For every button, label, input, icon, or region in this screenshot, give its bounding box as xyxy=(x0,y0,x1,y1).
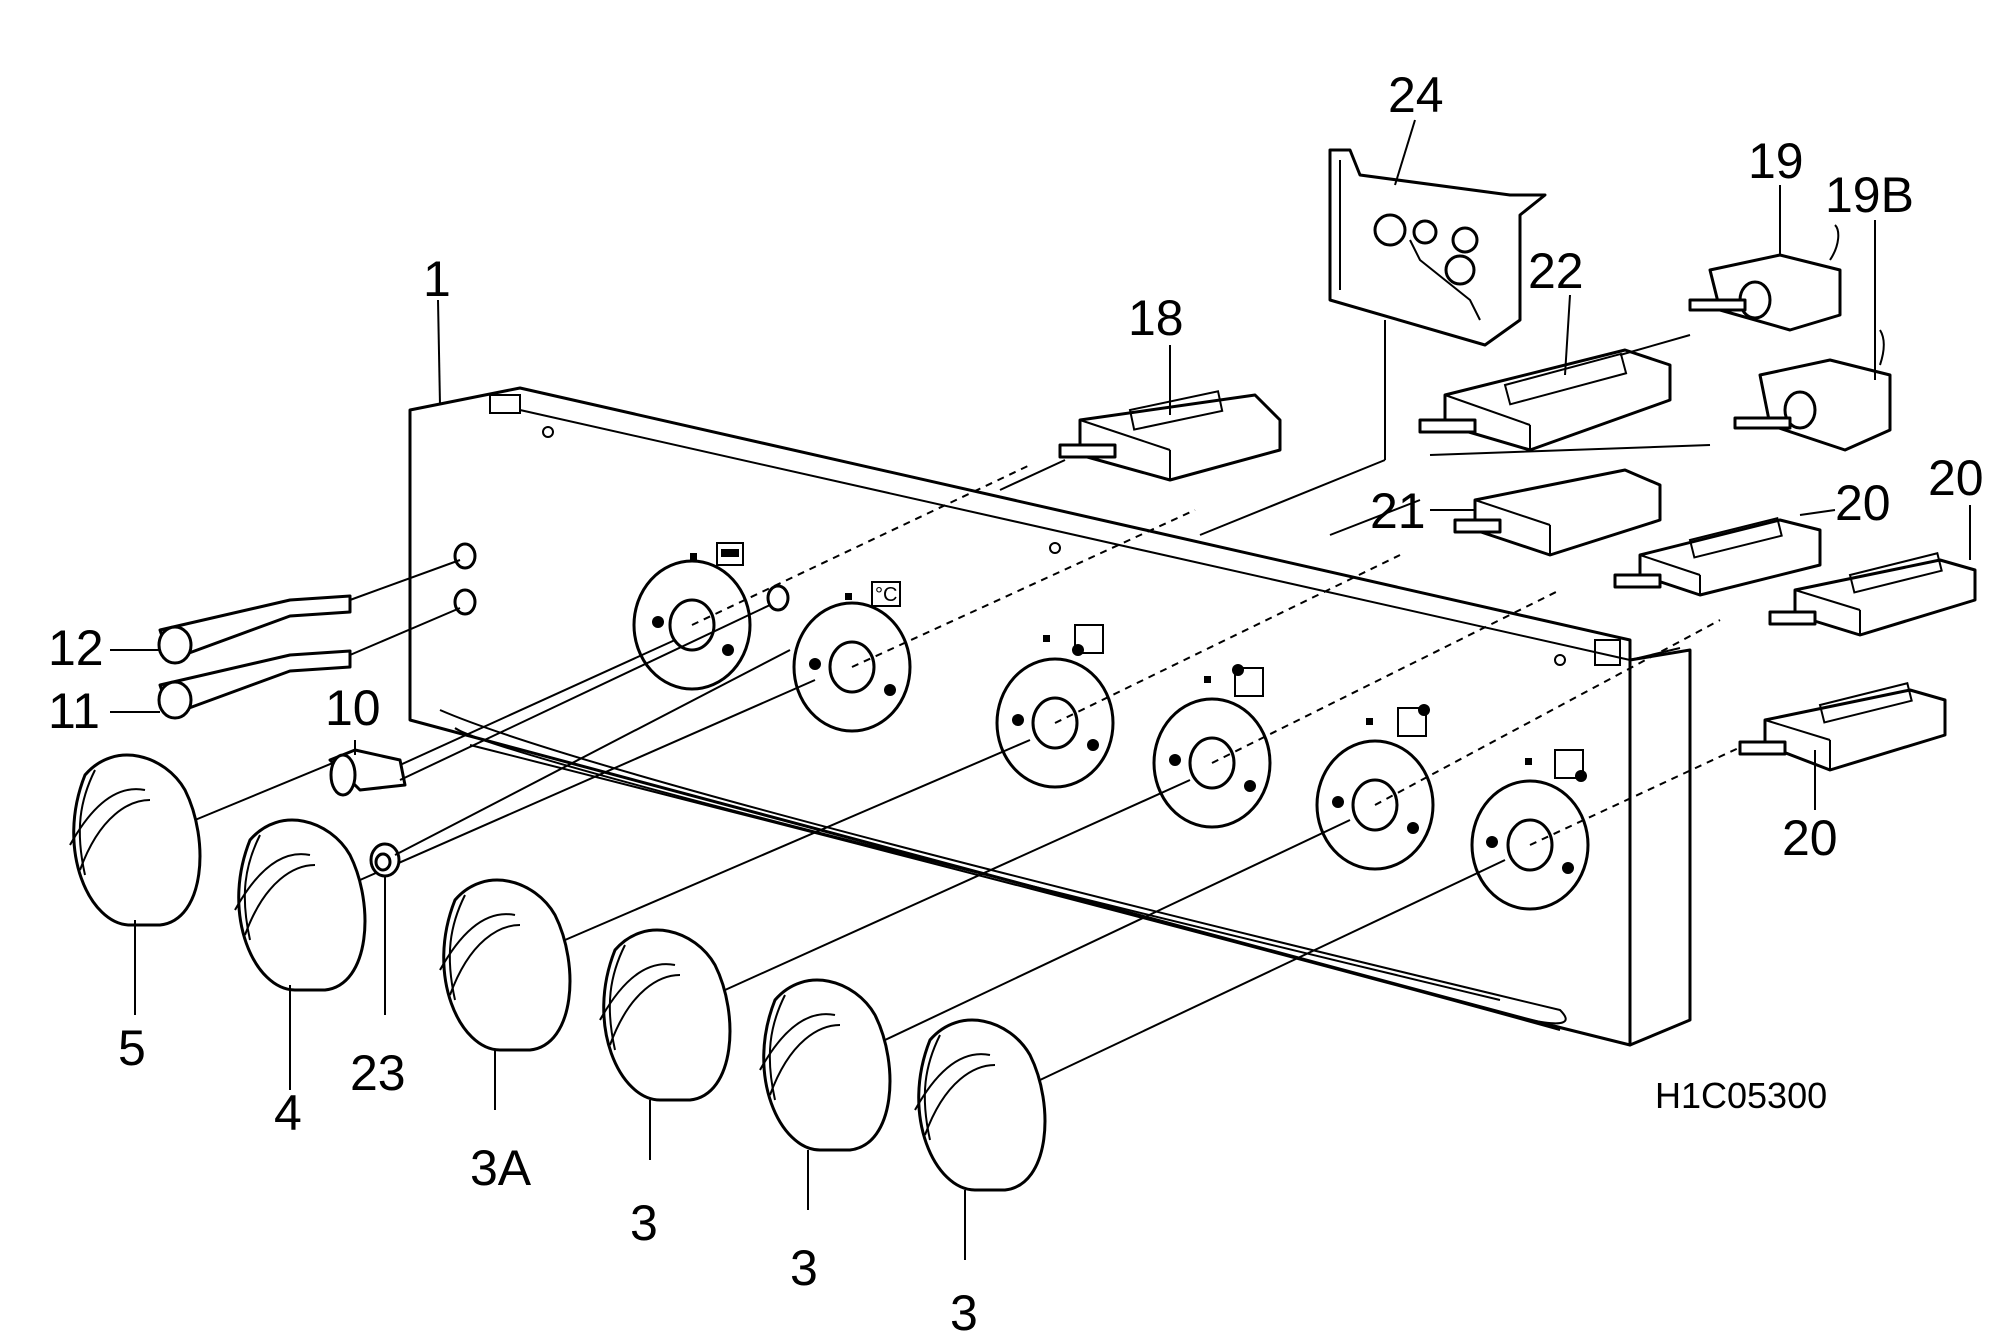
switch-18 xyxy=(999,390,1282,491)
knob-3-2[interactable] xyxy=(759,978,892,1152)
bracket-24 xyxy=(1328,148,1547,347)
label-4: 4 xyxy=(274,1085,302,1141)
regulator-20-1 xyxy=(1613,517,1822,597)
label-24: 24 xyxy=(1388,67,1444,123)
switch-21 xyxy=(1453,468,1662,557)
label-12: 12 xyxy=(48,620,104,676)
indicator-12 xyxy=(157,559,461,665)
temperature-symbol: °C xyxy=(875,584,897,606)
label-19: 19 xyxy=(1748,133,1804,189)
label-1: 1 xyxy=(423,251,451,307)
knob-4[interactable] xyxy=(234,818,367,992)
symbol-grill xyxy=(716,542,744,566)
indicator-hole-2 xyxy=(453,588,477,616)
knob-3-1[interactable] xyxy=(599,928,732,1102)
label-21: 21 xyxy=(1370,483,1426,539)
label-18: 18 xyxy=(1128,290,1184,346)
label-22: 22 xyxy=(1528,243,1584,299)
label-10: 10 xyxy=(325,680,381,736)
alignment-lines xyxy=(691,464,1746,846)
hob-symbol-1 xyxy=(1074,624,1104,654)
regulator-20-3 xyxy=(1738,682,1947,772)
regulator-22 xyxy=(1418,334,1691,452)
label-3-3: 3 xyxy=(950,1285,978,1341)
label-3-1: 3 xyxy=(630,1195,658,1251)
knob-shaft-lines xyxy=(194,679,1506,1081)
label-11: 11 xyxy=(48,683,100,739)
indicator-hole-1 xyxy=(453,542,477,570)
label-19b: 19B xyxy=(1825,167,1914,223)
label-5: 5 xyxy=(118,1020,146,1076)
callout-leaders xyxy=(110,119,1971,1260)
drawing-code: H1C05300 xyxy=(1655,1075,1827,1116)
knob-5[interactable] xyxy=(69,753,202,927)
hob-symbol-4 xyxy=(1554,749,1584,779)
label-20-2: 20 xyxy=(1928,450,1984,506)
thermostat-19b xyxy=(1733,329,1892,452)
regulator-20-2 xyxy=(1768,552,1977,637)
hob-symbol-2 xyxy=(1234,667,1264,697)
knob-3a[interactable] xyxy=(439,878,572,1052)
control-panel: °C xyxy=(408,386,1692,1047)
hob-symbol-3 xyxy=(1397,707,1427,737)
label-23: 23 xyxy=(350,1045,406,1101)
label-3-2: 3 xyxy=(790,1240,818,1296)
indicator-11 xyxy=(157,607,461,720)
knob-3-3[interactable] xyxy=(914,1018,1047,1192)
label-3a: 3A xyxy=(470,1140,532,1196)
connector-lines xyxy=(1199,320,1711,536)
label-20-3: 20 xyxy=(1782,810,1838,866)
label-20-1: 20 xyxy=(1835,475,1891,531)
symbol-square xyxy=(690,553,697,560)
thermostat-19 xyxy=(1688,224,1842,332)
panel-lamp-hole xyxy=(766,584,790,612)
callout-labels: 1 5 4 23 3A 3 3 3 10 12 11 18 24 22 19 1… xyxy=(48,67,1984,1341)
pushbutton-10[interactable] xyxy=(328,604,771,797)
